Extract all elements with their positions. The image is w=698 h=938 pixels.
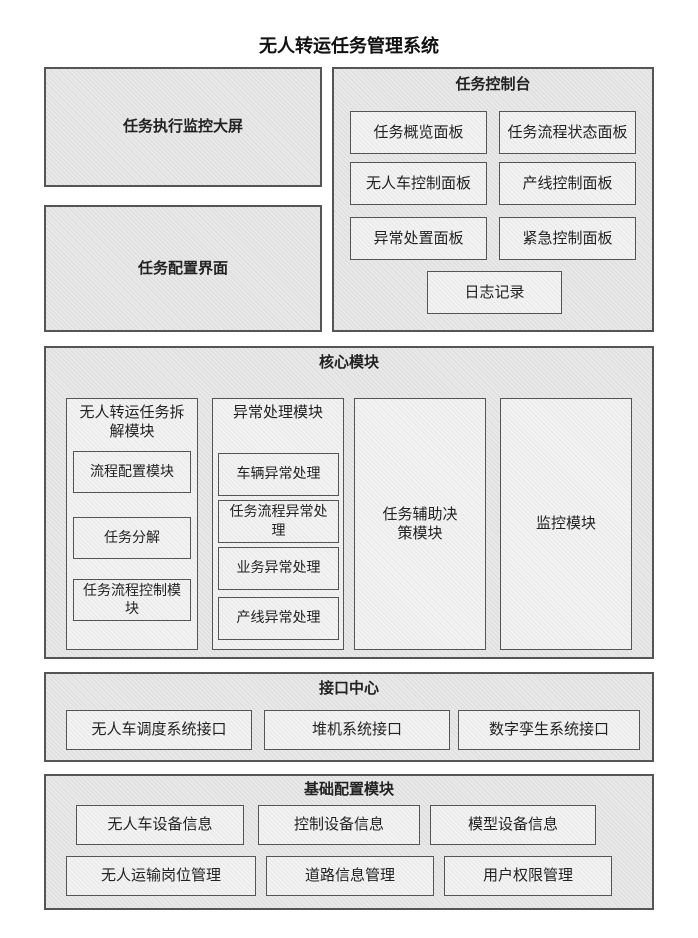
console-panel-label: 无人车控制面板: [366, 174, 471, 194]
decompose-module: 无人转运任务拆解模块 流程配置模块 任务分解 任务流程控制模块: [66, 398, 198, 650]
base-config-item: 无人运输岗位管理: [66, 856, 256, 896]
base-config-item-label: 无人运输岗位管理: [101, 866, 221, 886]
decompose-subitem: 任务流程控制模块: [73, 579, 191, 621]
console-panel: 任务概览面板: [350, 111, 487, 154]
base-config-item: 控制设备信息: [258, 805, 420, 845]
console-panel-label: 紧急控制面板: [522, 229, 612, 249]
monitor-module: 监控模块: [500, 398, 632, 650]
base-config-item-label: 控制设备信息: [294, 815, 384, 835]
exception-subitem-label: 业务异常处理: [237, 559, 321, 577]
console-panel-label: 任务概览面板: [373, 123, 463, 143]
decompose-subitem-label: 流程配置模块: [90, 463, 174, 481]
base-config-title: 基础配置模块: [46, 780, 652, 799]
decision-module: 任务辅助决策模块: [354, 398, 486, 650]
page-title: 无人转运任务管理系统: [0, 32, 698, 58]
log-panel-label: 日志记录: [464, 283, 524, 303]
core-module-block: 核心模块 无人转运任务拆解模块 流程配置模块 任务分解 任务流程控制模块 异常处…: [44, 346, 654, 659]
interface-item: 堆机系统接口: [264, 710, 450, 750]
interface-item: 无人车调度系统接口: [66, 710, 252, 750]
decompose-subitem-label: 任务流程控制模块: [78, 582, 186, 618]
config-screen-label: 任务配置界面: [138, 259, 228, 279]
task-console-title: 任务控制台: [334, 75, 652, 94]
console-panel: 紧急控制面板: [499, 217, 636, 260]
exception-subitem-label: 产线异常处理: [237, 609, 321, 627]
monitor-module-label: 监控模块: [536, 514, 596, 534]
decompose-subitem: 任务分解: [73, 517, 191, 559]
console-panel-label: 异常处置面板: [373, 229, 463, 249]
base-config-item: 无人车设备信息: [76, 805, 244, 845]
exception-subitem-label: 任务流程异常处理: [223, 503, 334, 539]
monitor-screen-label: 任务执行监控大屏: [123, 117, 243, 137]
base-config-item-label: 用户权限管理: [483, 866, 573, 886]
console-panel-label: 产线控制面板: [522, 174, 612, 194]
base-config-item-label: 道路信息管理: [305, 866, 395, 886]
core-module-title: 核心模块: [46, 353, 652, 372]
base-config-item: 用户权限管理: [444, 856, 612, 896]
interface-center-title: 接口中心: [46, 679, 652, 698]
monitor-screen-block: 任务执行监控大屏: [44, 67, 322, 187]
decompose-subitem: 流程配置模块: [73, 451, 191, 493]
exception-subitem: 车辆异常处理: [218, 453, 339, 496]
interface-item-label: 堆机系统接口: [312, 720, 402, 740]
decompose-module-title: 无人转运任务拆解模块: [67, 403, 197, 441]
exception-subitem-label: 车辆异常处理: [237, 465, 321, 483]
config-screen-block: 任务配置界面: [44, 205, 322, 332]
log-panel: 日志记录: [427, 271, 562, 314]
interface-item-label: 数字孪生系统接口: [489, 720, 609, 740]
console-panel-label: 任务流程状态面板: [507, 123, 627, 143]
base-config-item-label: 模型设备信息: [468, 815, 558, 835]
console-panel: 异常处置面板: [350, 217, 487, 260]
exception-subitem: 产线异常处理: [218, 597, 339, 640]
interface-center-block: 接口中心 无人车调度系统接口 堆机系统接口 数字孪生系统接口: [44, 672, 654, 762]
task-console-block: 任务控制台 任务概览面板 任务流程状态面板 无人车控制面板 产线控制面板 异常处…: [332, 67, 654, 332]
console-panel: 无人车控制面板: [350, 162, 487, 205]
exception-module: 异常处理模块 车辆异常处理 任务流程异常处理 业务异常处理 产线异常处理: [212, 398, 344, 650]
base-config-item: 道路信息管理: [266, 856, 434, 896]
console-panel: 任务流程状态面板: [499, 111, 636, 154]
exception-subitem: 业务异常处理: [218, 547, 339, 590]
decompose-subitem-label: 任务分解: [104, 529, 160, 547]
decision-module-label: 任务辅助决策模块: [377, 505, 463, 544]
interface-item: 数字孪生系统接口: [458, 710, 640, 750]
interface-item-label: 无人车调度系统接口: [91, 720, 226, 740]
base-config-item: 模型设备信息: [430, 805, 596, 845]
exception-module-title: 异常处理模块: [213, 403, 343, 422]
base-config-item-label: 无人车设备信息: [107, 815, 212, 835]
console-panel: 产线控制面板: [499, 162, 636, 205]
exception-subitem: 任务流程异常处理: [218, 500, 339, 543]
base-config-block: 基础配置模块 无人车设备信息 控制设备信息 模型设备信息 无人运输岗位管理 道路…: [44, 774, 654, 910]
